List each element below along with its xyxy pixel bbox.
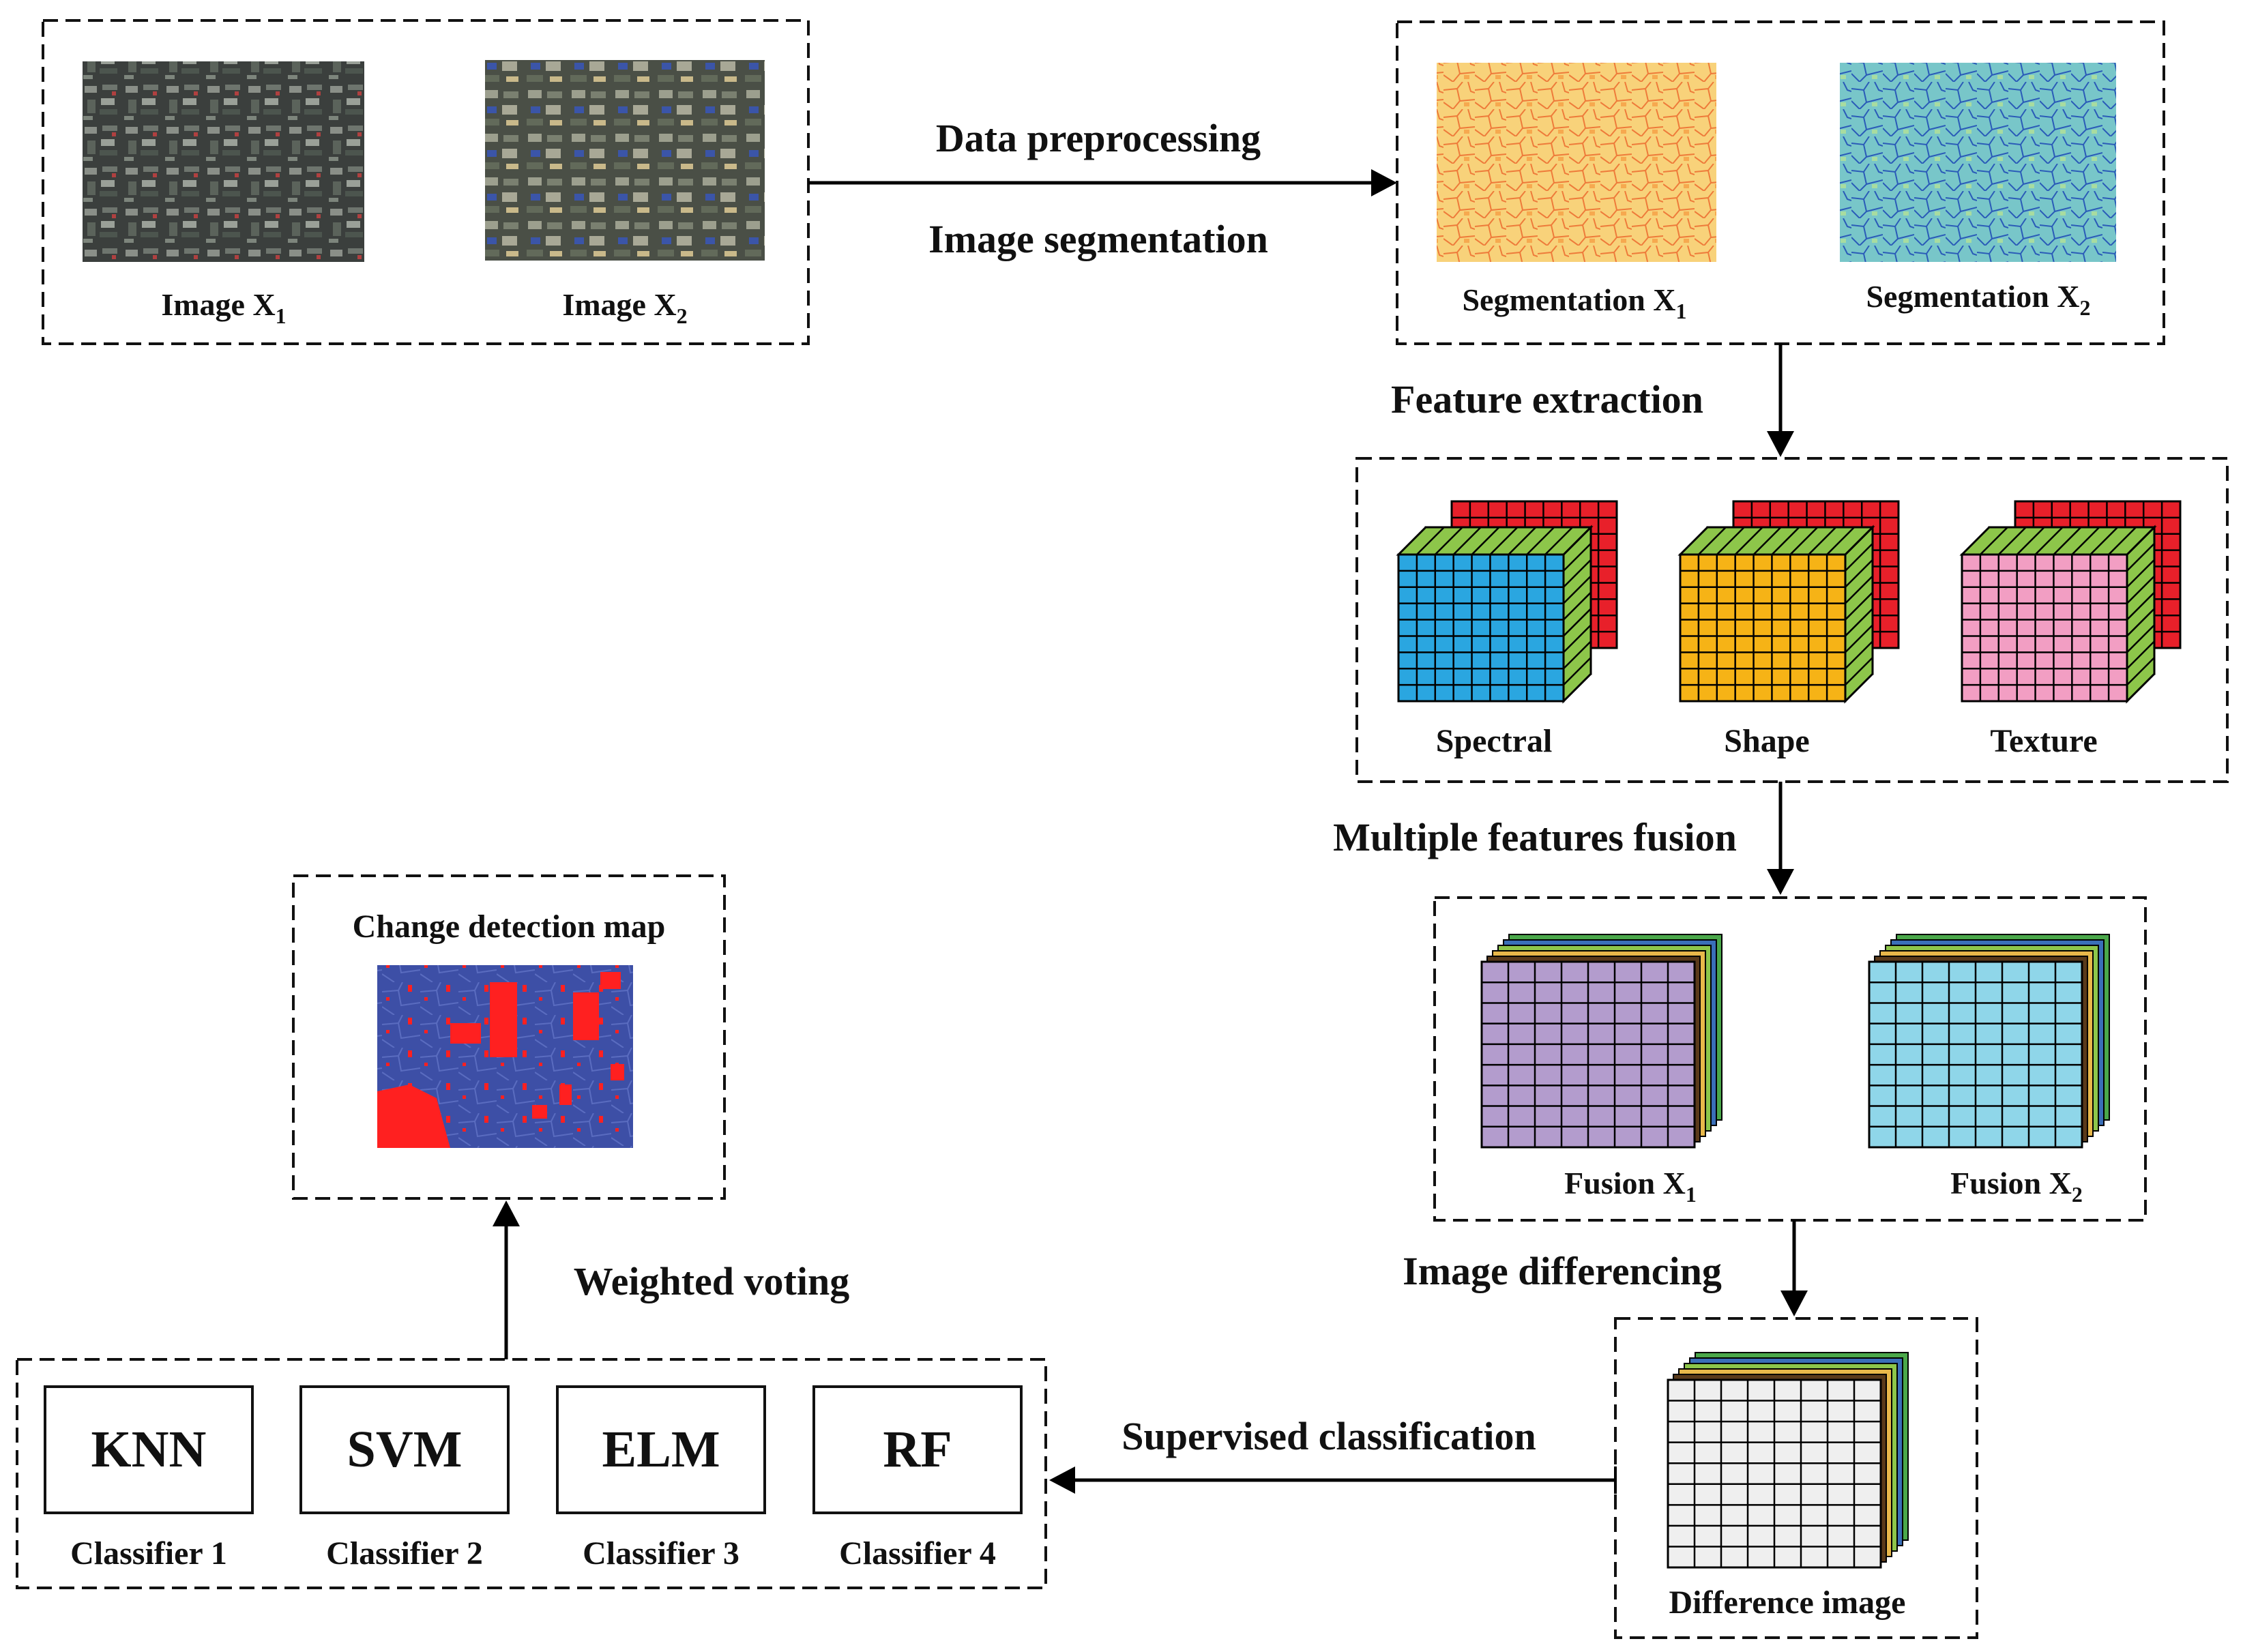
spectral-label: Spectral xyxy=(1436,723,1553,759)
classifier-1: KNN Classifier 1 xyxy=(44,1385,254,1572)
fusion-x1-stack xyxy=(1480,934,1722,1149)
classifier-label: Classifier 3 xyxy=(583,1535,739,1572)
cube-layer-green-side xyxy=(1562,525,1592,704)
arrow-feature-extraction-head xyxy=(1767,431,1794,457)
cube-layer-green-side xyxy=(1844,525,1874,704)
features-box xyxy=(1355,457,2229,783)
image-x2-label: Image X2 xyxy=(562,287,687,328)
cube-layer-green-side xyxy=(2126,525,2156,704)
fusion-box xyxy=(1433,896,2147,1222)
arrow-supervised-classification-head xyxy=(1049,1466,1075,1494)
shape-feature-cube xyxy=(1677,500,1900,704)
stack-front-face xyxy=(1667,1378,1882,1569)
step-multiple-features-fusion: Multiple features fusion xyxy=(1333,815,1737,859)
step-data-preprocessing: Data preprocessing xyxy=(936,116,1261,160)
step-image-differencing: Image differencing xyxy=(1403,1249,1722,1293)
classifier-label: Classifier 1 xyxy=(70,1535,227,1572)
classifier-name: SVM xyxy=(347,1421,463,1478)
classifier-box xyxy=(556,1385,766,1514)
classifier-box xyxy=(812,1385,1023,1514)
classifier-4: RF Classifier 4 xyxy=(812,1385,1023,1572)
difference-image-label: Difference image xyxy=(1669,1584,1906,1621)
texture-label: Texture xyxy=(1990,723,2097,759)
arrow-features-fusion-head xyxy=(1767,869,1794,895)
step-image-segmentation: Image segmentation xyxy=(928,217,1268,261)
segmentation-x2-photo xyxy=(1840,63,2116,262)
change-detection-title: Change detection map xyxy=(353,909,666,945)
difference-image-stack xyxy=(1667,1352,1909,1569)
classifier-name: RF xyxy=(883,1421,952,1478)
classifier-name: KNN xyxy=(91,1421,207,1478)
image-x1-label: Image X1 xyxy=(161,287,286,328)
image-x2-photo xyxy=(485,60,765,261)
classifier-label: Classifier 2 xyxy=(326,1535,483,1572)
step-feature-extraction: Feature extraction xyxy=(1391,377,1703,422)
texture-feature-cube xyxy=(1959,500,2182,704)
fusion-x1-label: Fusion X1 xyxy=(1564,1166,1697,1207)
image-x1-photo xyxy=(83,61,364,262)
change-detection-map xyxy=(377,965,633,1148)
stack-front-face xyxy=(1480,960,1696,1149)
cube-front-face xyxy=(1397,553,1565,703)
classifier-box xyxy=(299,1385,510,1514)
fusion-x2-label: Fusion X2 xyxy=(1950,1166,2083,1207)
shape-label: Shape xyxy=(1724,723,1809,759)
segmentation-x2-label: Segmentation X2 xyxy=(1866,279,2090,320)
classifier-box xyxy=(44,1385,254,1514)
arrow-image-differencing-head xyxy=(1780,1290,1808,1316)
arrow-preprocessing-head xyxy=(1371,169,1397,196)
segmentation-x1-label: Segmentation X1 xyxy=(1462,282,1686,323)
classifier-group: KNN Classifier 1 SVM Classifier 2 ELM Classif… xyxy=(44,1385,1023,1572)
cube-front-face xyxy=(1679,553,1847,703)
step-weighted-voting: Weighted voting xyxy=(574,1259,849,1303)
arrow-weighted-voting-head xyxy=(493,1200,520,1226)
cube-front-face xyxy=(1961,553,2128,703)
classifier-name: ELM xyxy=(602,1421,720,1478)
fusion-x2-stack xyxy=(1868,934,2110,1149)
classifiers-box xyxy=(16,1358,1047,1589)
classifier-2: SVM Classifier 2 xyxy=(299,1385,510,1572)
change-detection-box xyxy=(292,874,726,1200)
classifier-label: Classifier 4 xyxy=(839,1535,996,1572)
segmentation-x1-photo xyxy=(1437,63,1716,262)
step-supervised-classification: Supervised classification xyxy=(1122,1414,1536,1458)
stack-front-face xyxy=(1868,960,2083,1149)
spectral-feature-cube xyxy=(1396,500,1618,704)
classifier-3: ELM Classifier 3 xyxy=(556,1385,766,1572)
